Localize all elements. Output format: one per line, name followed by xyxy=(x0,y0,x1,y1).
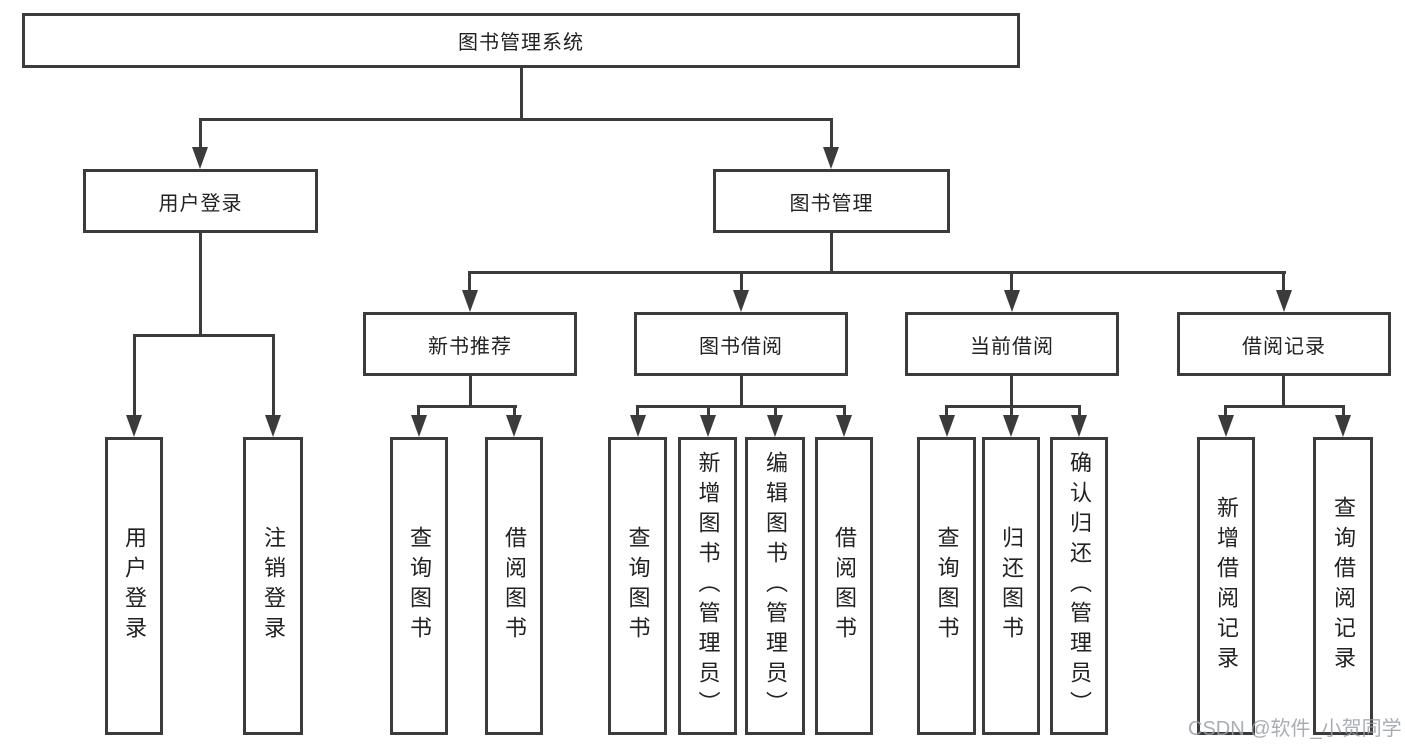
connector-line xyxy=(513,405,516,417)
connector-line xyxy=(830,118,833,148)
leaf-edit-book-admin: 编辑图书（管理员） xyxy=(745,437,805,735)
connector-line xyxy=(1224,405,1227,417)
arrow-down-icon xyxy=(411,415,427,437)
leaf-user-login: 用户登录 xyxy=(105,437,163,735)
connector-line xyxy=(1342,405,1345,417)
arrow-down-icon xyxy=(1218,415,1234,437)
arrow-down-icon xyxy=(733,290,749,312)
connector-line xyxy=(1010,376,1013,407)
connector-line xyxy=(1010,271,1013,291)
leaf-add-borrow-record: 新增借阅记录 xyxy=(1197,437,1255,735)
arrow-down-icon xyxy=(836,415,852,437)
connector-line xyxy=(740,271,743,291)
leaf-confirm-return-admin: 确认归还（管理员） xyxy=(1050,437,1108,735)
arrow-down-icon xyxy=(1276,290,1292,312)
arrow-down-icon xyxy=(1003,415,1019,437)
arrow-down-icon xyxy=(265,415,281,437)
connector-line xyxy=(945,405,1081,408)
csdn-watermark: CSDN @软件_小贺同学 xyxy=(1188,718,1402,740)
arrow-down-icon xyxy=(506,415,522,437)
connector-line xyxy=(1282,271,1285,291)
leaf-query-books-borrow: 查询图书 xyxy=(608,437,667,735)
connector-line xyxy=(417,405,420,417)
leaf-query-books-current: 查询图书 xyxy=(917,437,976,735)
leaf-borrow-books: 借阅图书 xyxy=(815,437,873,735)
connector-line xyxy=(272,334,275,416)
connector-line xyxy=(468,271,471,291)
node-book-borrow: 图书借阅 xyxy=(634,312,848,376)
connector-line xyxy=(1010,405,1013,417)
connector-line xyxy=(1078,405,1081,417)
connector-line xyxy=(740,376,743,407)
connector-line xyxy=(843,405,846,417)
arrow-down-icon xyxy=(700,415,716,437)
connector-line xyxy=(417,405,517,408)
connector-line xyxy=(133,334,136,416)
connector-line xyxy=(133,334,275,337)
arrow-down-icon xyxy=(1071,415,1087,437)
node-user-login: 用户登录 xyxy=(83,169,318,233)
connector-line xyxy=(636,405,639,417)
arrow-down-icon xyxy=(1335,415,1351,437)
connector-line xyxy=(520,68,523,121)
arrow-down-icon xyxy=(767,415,783,437)
connector-line xyxy=(830,233,833,274)
leaf-add-book-admin: 新增图书（管理员） xyxy=(678,437,737,735)
node-book-management: 图书管理 xyxy=(713,169,950,233)
leaf-return-book: 归还图书 xyxy=(982,437,1040,735)
connector-line xyxy=(1224,405,1345,408)
leaf-borrow-books-recommend: 借阅图书 xyxy=(485,437,543,735)
connector-line xyxy=(469,271,1286,274)
connector-line xyxy=(199,118,833,121)
node-library-system: 图书管理系统 xyxy=(22,13,1020,68)
arrow-down-icon xyxy=(1004,290,1020,312)
connector-line xyxy=(199,118,202,148)
connector-line xyxy=(469,376,472,407)
leaf-logout: 注销登录 xyxy=(243,437,303,735)
node-current-borrow: 当前借阅 xyxy=(905,312,1119,376)
arrow-down-icon xyxy=(462,290,478,312)
arrow-down-icon xyxy=(630,415,646,437)
node-new-book-recommend: 新书推荐 xyxy=(363,312,577,376)
connector-line xyxy=(199,233,202,337)
connector-line xyxy=(945,405,948,417)
leaf-query-borrow-record: 查询借阅记录 xyxy=(1313,437,1373,735)
connector-line xyxy=(636,405,846,408)
node-borrow-records: 借阅记录 xyxy=(1177,312,1391,376)
arrow-down-icon xyxy=(192,147,208,169)
arrow-down-icon xyxy=(823,147,839,169)
connector-line xyxy=(707,405,710,417)
leaf-query-books-recommend: 查询图书 xyxy=(390,437,448,735)
arrow-down-icon xyxy=(126,415,142,437)
arrow-down-icon xyxy=(939,415,955,437)
connector-line xyxy=(1282,376,1285,407)
connector-line xyxy=(774,405,777,417)
